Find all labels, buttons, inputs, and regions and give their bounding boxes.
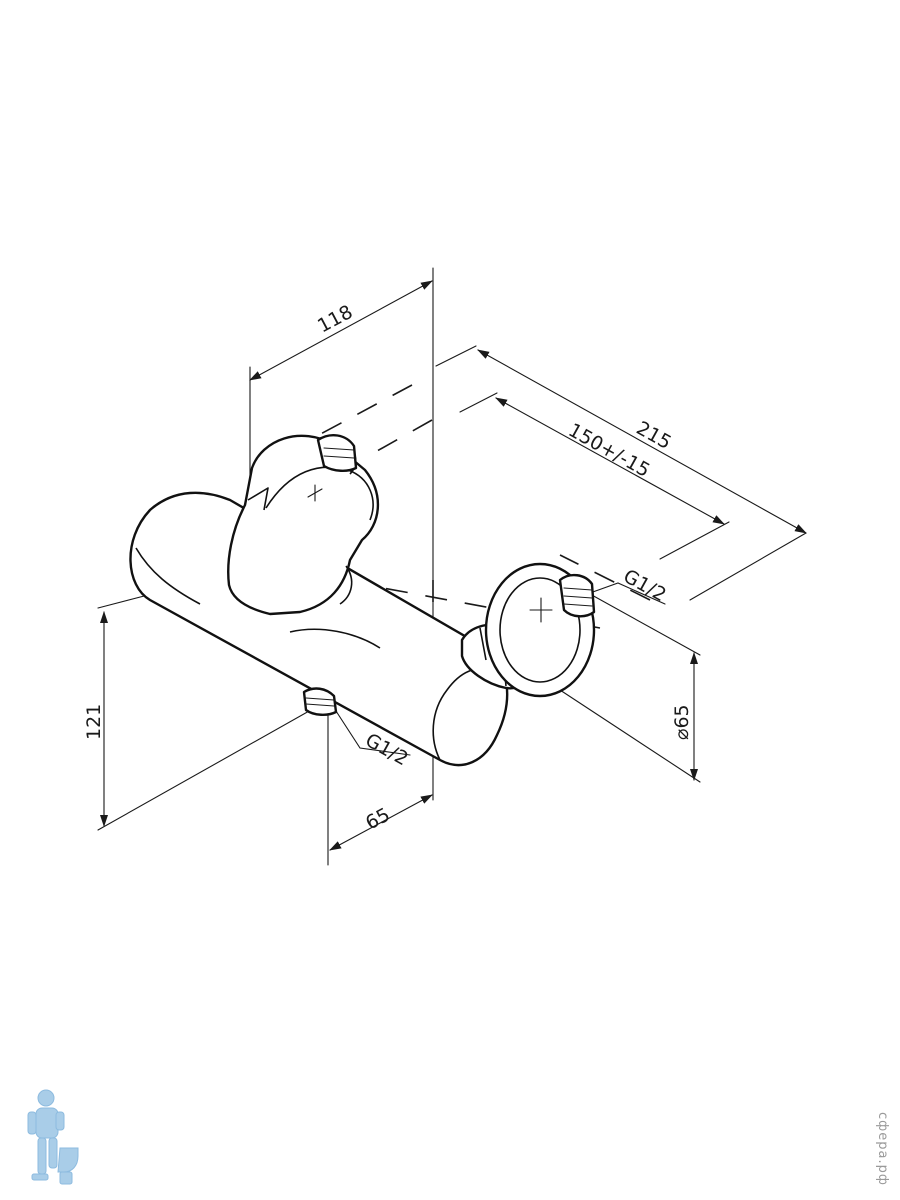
dim-150-line xyxy=(495,397,725,525)
leader-side-thread xyxy=(589,582,666,605)
dim-118-text: 118 xyxy=(314,301,356,337)
upper-connection xyxy=(316,434,358,472)
dim-65-line xyxy=(329,794,433,851)
dimension-lines xyxy=(100,280,807,851)
dim-121-text: 121 xyxy=(83,704,105,740)
bottom-outlet xyxy=(302,687,338,716)
mixer-body xyxy=(129,491,509,767)
dim-d65-text: ⌀65 xyxy=(671,704,693,740)
leader-bottom-thread xyxy=(335,710,411,756)
plumber-logo-icon xyxy=(27,1089,79,1185)
wall-connection xyxy=(460,562,596,698)
dim-118-line xyxy=(249,280,433,381)
thread-side-text: G1/2 xyxy=(620,565,670,606)
watermark-text: сфера.рф xyxy=(875,1112,890,1186)
